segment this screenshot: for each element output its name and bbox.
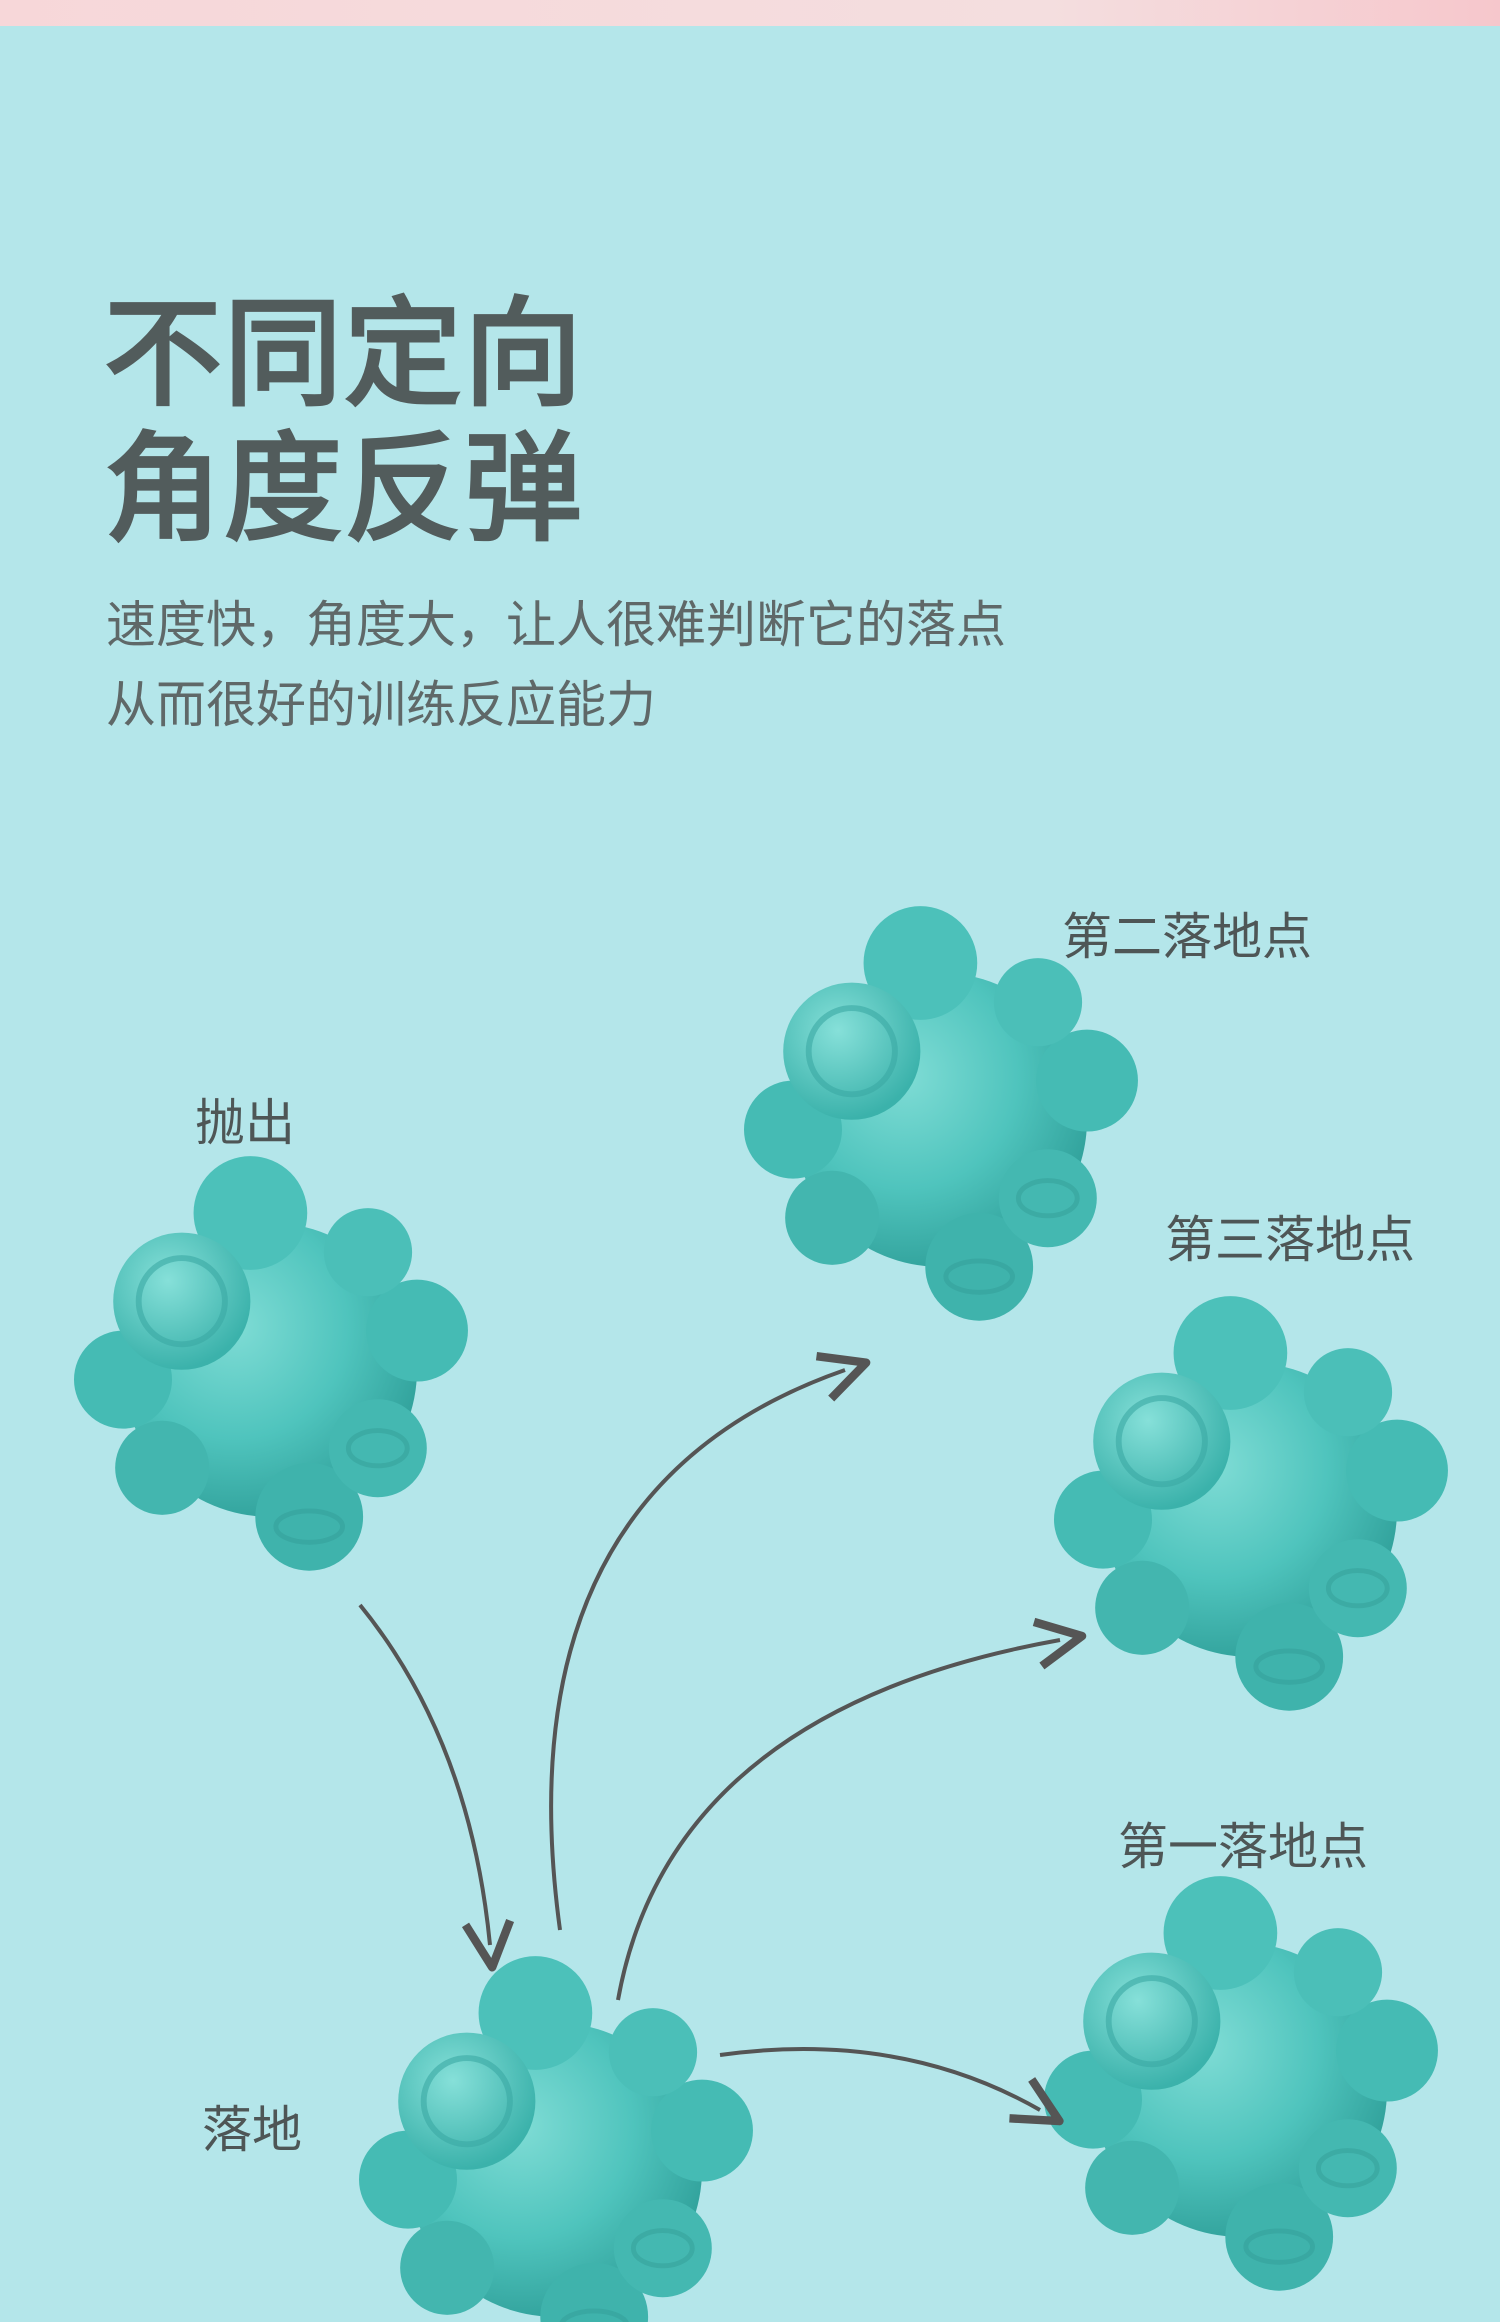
ball-throw xyxy=(74,1156,468,1571)
label-land: 落地 xyxy=(202,2101,302,2159)
description-line-2: 从而很好的训练反应能力 xyxy=(106,676,656,734)
top-banner-strip xyxy=(0,0,1500,26)
arrow-land-to-second xyxy=(549,1352,871,1931)
headline-line-1: 不同定向 xyxy=(104,285,585,423)
ball-third-landing xyxy=(1054,1296,1448,1711)
description-line-1: 速度快，角度大，让人很难判断它的落点 xyxy=(106,596,1006,654)
label-third-landing: 第三落地点 xyxy=(1165,1211,1415,1269)
label-throw: 抛出 xyxy=(195,1094,295,1152)
ball-landing xyxy=(359,1956,753,2322)
ball-second-landing xyxy=(744,906,1138,1321)
label-second-landing: 第二落地点 xyxy=(1062,908,1312,966)
arrow-throw-to-land xyxy=(358,1603,515,1972)
arrow-land-to-third xyxy=(616,1617,1087,2001)
arrow-land-to-first xyxy=(719,2047,1064,2126)
label-first-landing: 第一落地点 xyxy=(1118,1818,1368,1876)
ball-first-landing xyxy=(1044,1876,1438,2291)
headline-line-2: 角度反弹 xyxy=(104,420,585,558)
